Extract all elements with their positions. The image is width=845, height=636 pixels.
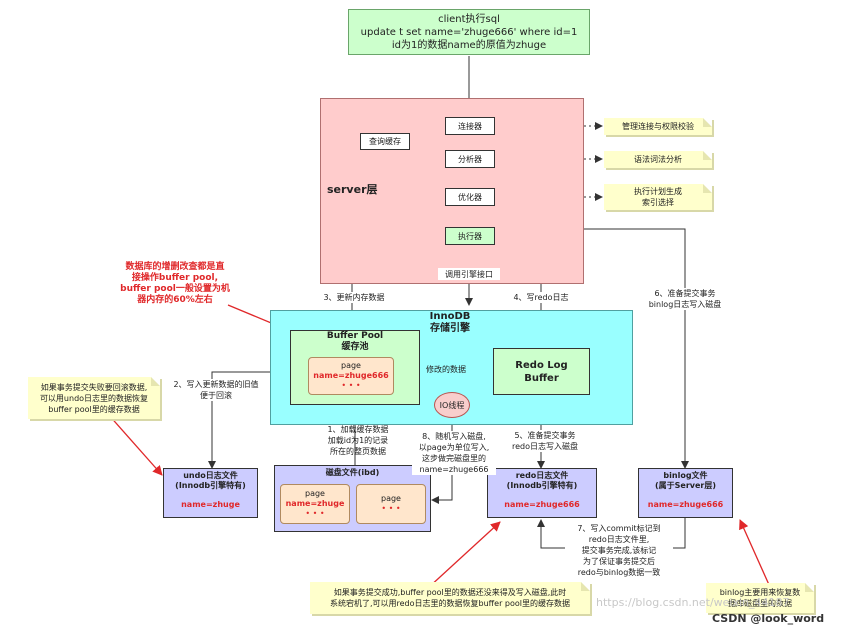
executor-box: 执行器 [445,227,495,245]
buffer-page-dots: • • • [341,381,361,390]
connector-box: 连接器 [445,117,495,135]
redo-log-file-title: redo日志文件 (Innodb引擎特有) [506,471,578,490]
buffer-page-value: name=zhuge666 [313,371,389,380]
credit: CSDN @look_word [712,612,825,625]
binlog-file-title: binlog文件 (属于Server层) [654,471,717,490]
buffer-pool-page: page name=zhuge666 • • • [308,357,394,395]
client-sql-box: client执行sql update t set name='zhuge666'… [348,9,590,55]
redo-log-buffer: Redo Log Buffer [493,348,590,395]
call-engine-label: 调用引擎接口 [438,268,500,280]
client-line-3: id为1的数据name的原值为zhuge [391,39,547,51]
binlog-annotation: binlog主要用来恢复数 据库磁盘里的数据 [706,583,814,613]
redo-log-file [487,468,597,518]
undo-log-file [163,468,258,518]
analyzer-note: 语法词法分析 [604,151,712,168]
optimizer-box: 优化器 [445,188,495,206]
client-line-2: update t set name='zhuge666' where id=1 [360,26,578,38]
disk-page-2-label: page [381,494,401,503]
step-2-label: 2、写入更新数据的旧值 便于回滚 [166,379,266,401]
client-line-1: client执行sql [438,13,500,25]
step-6-label: 6、准备提交事务 binlog日志写入磁盘 [640,288,730,310]
undo-annotation: 如果事务提交失败要回滚数据, 可以用undo日志里的数据恢复 buffer po… [28,377,160,419]
innodb-title: InnoDB 存储引擎 [429,311,471,334]
step-5-label: 5、准备提交事务 redo日志写入磁盘 [504,430,586,452]
disk-page-1-dots: • • • [305,509,325,518]
undo-log-title: undo日志文件 (Innodb引擎特有) [175,471,246,490]
step-1-label: 1、加载缓存数据 加载id为1的记录 所在的整页数据 [327,425,389,456]
watermark: https://blog.csdn.net/weixin_44187 [596,596,790,609]
binlog-file [638,468,733,518]
disk-file-title: 磁盘文件(ibd) [325,468,380,477]
buffer-pool-annotation: 数据库的增删改查都是直 接操作buffer pool, buffer pool一… [120,262,230,305]
undo-log-value: name=zhuge [181,500,240,509]
disk-page-1-value: name=zhuge [285,499,345,508]
step-8-label: 8、随机写入磁盘, 以page为单位写入, 这步做完磁盘里的 name=zhug… [412,431,496,475]
step-4-label: 4、写redo日志 [508,292,574,303]
server-layer-label: server层 [327,183,378,196]
step-3-label: 3、更新内存数据 [316,292,392,303]
analyzer-box: 分析器 [445,150,495,168]
buffer-page-label: page [341,361,361,370]
disk-page-1: page name=zhuge • • • [280,484,350,524]
buffer-pool-title: Buffer Pool 缓存池 [326,331,384,352]
modified-data-label: 修改的数据 [424,363,468,375]
disk-page-2-dots: • • • [381,504,401,513]
redo-annotation: 如果事务提交成功,buffer pool里的数据还没来得及写入磁盘,此时 系统宕… [310,582,590,614]
step-7-label: 7、写入commit标记到 redo日志文件里, 提交事务完成,该标记 为了保证… [565,523,673,578]
binlog-file-value: name=zhuge666 [647,500,724,509]
disk-page-2: page • • • [356,484,426,524]
io-thread: IO线程 [434,392,470,418]
disk-page-1-label: page [305,489,325,498]
query-cache-box: 查询缓存 [360,133,410,150]
redo-log-file-value: name=zhuge666 [504,500,580,509]
optimizer-note: 执行计划生成 索引选择 [604,184,712,210]
connector-note: 管理连接与权限校验 [604,118,712,135]
